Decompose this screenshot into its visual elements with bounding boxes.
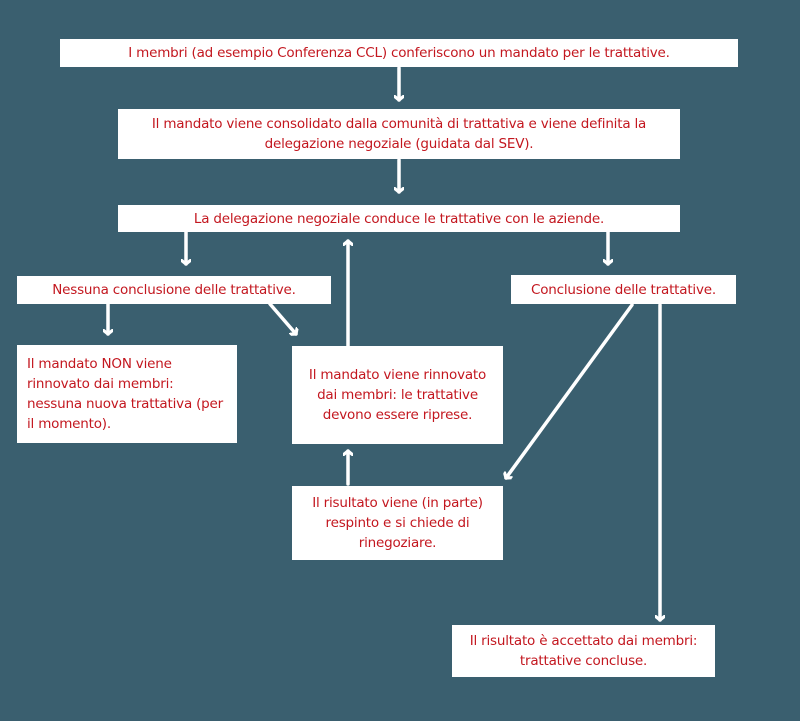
node-mandate-text: I membri (ad esempio Conferenza CCL) con… <box>128 45 670 61</box>
node-accepted-text: Il risultato è accettato dai membri: tra… <box>469 633 698 669</box>
node-consolidation: Il mandato viene consolidato dalla comun… <box>118 109 680 159</box>
arrow-conclusion-to-rejected <box>506 303 634 480</box>
arrow-no-conclusion-to-renewed <box>268 302 296 334</box>
node-negotiation-text: La delegazione negoziale conduce le trat… <box>193 210 605 227</box>
node-consolidation-text: Il mandato viene consolidato dalla comun… <box>151 116 647 152</box>
node-not-renewed: Il mandato NON viene rinnovato dai membr… <box>17 345 237 443</box>
node-no-conclusion: Nessuna conclusione delle trattative. <box>17 276 331 304</box>
node-conclusion-text: Conclusione delle trattative. <box>531 281 716 298</box>
node-rejected: Il risultato viene (in parte) respinto e… <box>292 486 503 560</box>
node-renewed: Il mandato viene rinnovato dai membri: l… <box>292 346 503 444</box>
node-renewed-text: Il mandato viene rinnovato dai membri: l… <box>308 367 487 423</box>
node-conclusion: Conclusione delle trattative. <box>511 275 736 304</box>
node-rejected-text: Il risultato viene (in parte) respinto e… <box>312 495 483 551</box>
node-no-conclusion-text: Nessuna conclusione delle trattative. <box>52 282 296 298</box>
node-negotiation: La delegazione negoziale conduce le trat… <box>118 205 680 232</box>
node-mandate: I membri (ad esempio Conferenza CCL) con… <box>60 39 738 67</box>
node-accepted: Il risultato è accettato dai membri: tra… <box>452 625 715 677</box>
node-not-renewed-text: Il mandato NON viene rinnovato dai membr… <box>27 356 223 432</box>
